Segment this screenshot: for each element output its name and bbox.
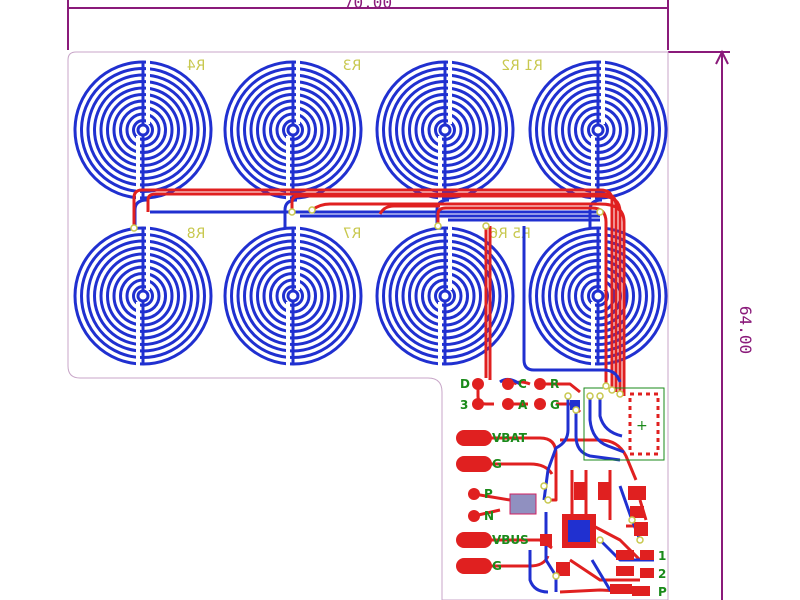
coil-gap: [146, 226, 150, 290]
via: [628, 516, 636, 524]
coil: [73, 60, 213, 200]
coil-center-via: [136, 123, 150, 137]
usb-connector: +: [583, 387, 665, 461]
pad-label-n: N: [484, 509, 494, 523]
via: [564, 392, 572, 400]
pad-label-p2: P: [658, 585, 667, 599]
via: [288, 208, 296, 216]
dimension-width: [67, 0, 669, 50]
vias: [130, 206, 644, 580]
via: [130, 224, 138, 232]
coil-gap: [146, 60, 150, 124]
coil-center-via: [591, 123, 605, 137]
coil-center-via: [438, 289, 452, 303]
coil-gap: [591, 302, 595, 366]
coil-gap: [448, 60, 452, 124]
via: [572, 406, 580, 414]
coil-gap: [136, 302, 140, 366]
coil-center-via: [591, 289, 605, 303]
coil-center-via: [286, 123, 300, 137]
coil-array: [73, 60, 668, 366]
coil-lead: [283, 198, 298, 228]
via: [596, 208, 604, 216]
coil-center-via: [136, 289, 150, 303]
width-dimension-label: 70.00: [344, 0, 392, 12]
via: [308, 206, 316, 214]
via: [544, 496, 552, 504]
pad-label-d: D: [460, 377, 470, 391]
via: [602, 382, 610, 390]
pad-label-p: P: [484, 487, 493, 501]
via: [596, 536, 604, 544]
coil-gap: [591, 136, 595, 200]
coil-gap: [286, 302, 290, 366]
height-dimension-label: 64.00: [736, 306, 755, 354]
via: [636, 536, 644, 544]
via: [596, 392, 604, 400]
coil-gap: [296, 226, 300, 290]
coil-gap: [438, 136, 442, 200]
coil-gap: [286, 136, 290, 200]
via: [434, 222, 442, 230]
pad-label-r: R: [550, 377, 559, 391]
coil: [375, 60, 515, 200]
via: [482, 222, 490, 230]
via: [586, 392, 594, 400]
coil: [528, 226, 668, 366]
pad-label-1: 1: [658, 549, 666, 563]
coil-label-r3: R3: [343, 58, 362, 74]
coil-gap: [448, 226, 452, 290]
pad-label-3: 3: [460, 398, 468, 412]
coil-label-r4: R4: [187, 58, 206, 74]
pad-label-c: C: [518, 377, 527, 391]
pad-label-vbat: VBAT: [492, 431, 528, 445]
coil: [223, 226, 363, 366]
coil: [73, 226, 213, 366]
coil-gap: [136, 136, 140, 200]
via: [552, 572, 560, 580]
coil-label-r1-r2: R1 R2: [501, 58, 543, 74]
pad-label-g1: G: [550, 398, 560, 412]
coil: [223, 60, 363, 200]
pad-label-g3: G: [492, 559, 502, 573]
connector-plus-label: +: [636, 418, 648, 434]
coil-center-via: [286, 289, 300, 303]
coil: [528, 60, 668, 200]
via: [608, 386, 616, 394]
via: [540, 482, 548, 490]
pad-label-g2: G: [492, 457, 502, 471]
coil-gap: [601, 226, 605, 290]
power-pads: [456, 430, 492, 574]
smd-components: [509, 400, 654, 596]
coil-gap: [296, 60, 300, 124]
coil-label-r5-r6: R5 R6: [489, 226, 531, 242]
coil-gap: [601, 60, 605, 124]
coil-bus: [150, 210, 600, 222]
coil-label-r7: R7: [343, 226, 362, 242]
coil-center-via: [438, 123, 452, 137]
pad-label-vbus: VBUS: [492, 533, 529, 547]
coil-lead: [133, 198, 148, 228]
via: [616, 390, 624, 398]
top-copper-traces: [132, 188, 648, 594]
pad-label-2: 2: [658, 567, 666, 581]
pad-label-a: A: [518, 398, 528, 412]
dimension-height: [668, 49, 730, 600]
header-pads: [468, 378, 546, 522]
coil: [375, 226, 515, 366]
board-outline: [67, 51, 669, 600]
coil-label-r8: R8: [187, 226, 206, 242]
coil-gap: [438, 302, 442, 366]
